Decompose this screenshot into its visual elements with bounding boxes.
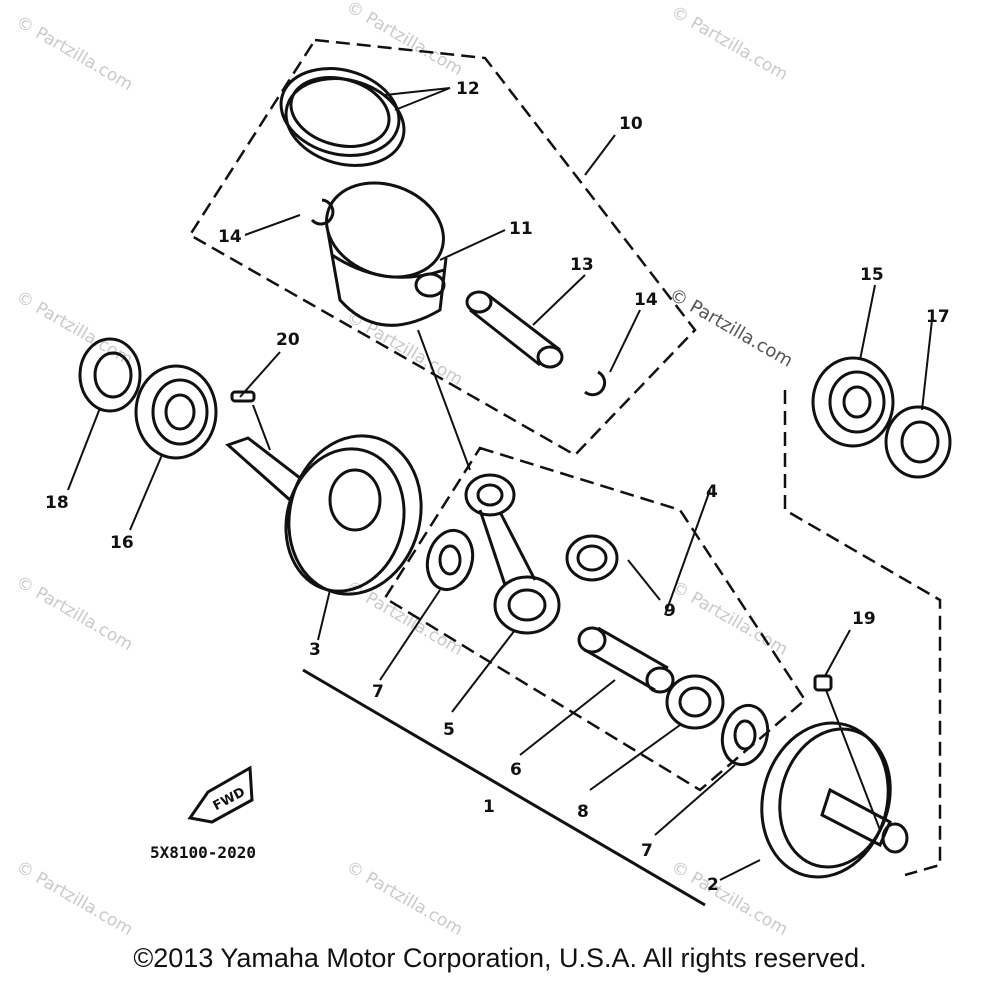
watermark: © Partzilla.com bbox=[668, 2, 792, 85]
crank-right bbox=[760, 721, 909, 879]
forward-arrow: FWD bbox=[187, 765, 254, 824]
callout-9: 9 bbox=[664, 601, 676, 621]
crank-left bbox=[225, 434, 423, 596]
callout-5: 5 bbox=[443, 720, 455, 740]
woodruff-key bbox=[230, 390, 256, 403]
callouts: 1 2 3 4 5 6 7 7 8 9 10 11 12 13 14 14 15… bbox=[45, 79, 950, 895]
watermark: © Partzilla.com bbox=[13, 857, 137, 940]
watermark: © Partzilla.com bbox=[668, 577, 792, 660]
callout-2: 2 bbox=[707, 875, 719, 895]
watermark: © Partzilla.com bbox=[13, 572, 137, 655]
copyright-notice: ©2013 Yamaha Motor Corporation, U.S.A. A… bbox=[133, 943, 867, 973]
leader-lines bbox=[67, 87, 933, 881]
piston-pin-clip bbox=[310, 198, 335, 226]
piston-group-outline bbox=[188, 38, 697, 457]
crank-pin bbox=[577, 626, 675, 694]
callout-4: 4 bbox=[706, 482, 718, 502]
piston bbox=[325, 181, 448, 327]
connecting-rod bbox=[464, 473, 561, 635]
callout-20: 20 bbox=[276, 330, 300, 350]
piston-rings bbox=[279, 67, 406, 167]
piston-pin bbox=[465, 290, 564, 369]
oil-seal-right bbox=[884, 405, 952, 479]
callout-14: 14 bbox=[218, 227, 242, 247]
callout-7: 7 bbox=[372, 682, 384, 702]
callout-14: 14 bbox=[634, 290, 658, 310]
watermark: © Partzilla.com bbox=[13, 12, 137, 95]
callout-10: 10 bbox=[619, 114, 643, 134]
callout-8: 8 bbox=[577, 802, 589, 822]
woodruff-key bbox=[813, 674, 833, 692]
callout-16: 16 bbox=[110, 533, 134, 553]
watermark: © Partzilla.com bbox=[668, 857, 792, 940]
overlay-watermark: © Partzilla.com bbox=[666, 284, 797, 372]
piston-pin-clip bbox=[584, 370, 607, 397]
small-end-bearing bbox=[565, 534, 619, 582]
callout-12: 12 bbox=[456, 79, 480, 99]
diagram-code: 5X8100-2020 bbox=[150, 843, 256, 862]
thrust-washer bbox=[425, 528, 475, 592]
watermark: © Partzilla.com bbox=[343, 307, 467, 390]
bearing-group-outline bbox=[783, 390, 942, 877]
watermark: © Partzilla.com bbox=[13, 287, 137, 370]
big-end-bearing bbox=[665, 674, 725, 730]
watermark: © Partzilla.com bbox=[343, 857, 467, 940]
oil-seal-left bbox=[78, 337, 142, 413]
callout-1: 1 bbox=[483, 797, 495, 817]
bearing-left bbox=[134, 364, 218, 460]
callout-7: 7 bbox=[641, 841, 653, 861]
callout-6: 6 bbox=[510, 760, 522, 780]
callout-15: 15 bbox=[860, 265, 884, 285]
callout-11: 11 bbox=[509, 219, 533, 239]
watermark: © Partzilla.com bbox=[343, 0, 467, 80]
fwd-label: FWD bbox=[211, 785, 248, 814]
bearing-right bbox=[811, 356, 895, 448]
callout-3: 3 bbox=[309, 640, 321, 660]
callout-13: 13 bbox=[570, 255, 594, 275]
callout-19: 19 bbox=[852, 609, 876, 629]
crank-assembly-bracket bbox=[302, 668, 706, 907]
crankshaft-piston-diagram: © Partzilla.com © Partzilla.com © Partzi… bbox=[13, 0, 952, 940]
callout-18: 18 bbox=[45, 493, 69, 513]
thrust-washer bbox=[720, 703, 770, 767]
callout-17: 17 bbox=[926, 307, 950, 327]
